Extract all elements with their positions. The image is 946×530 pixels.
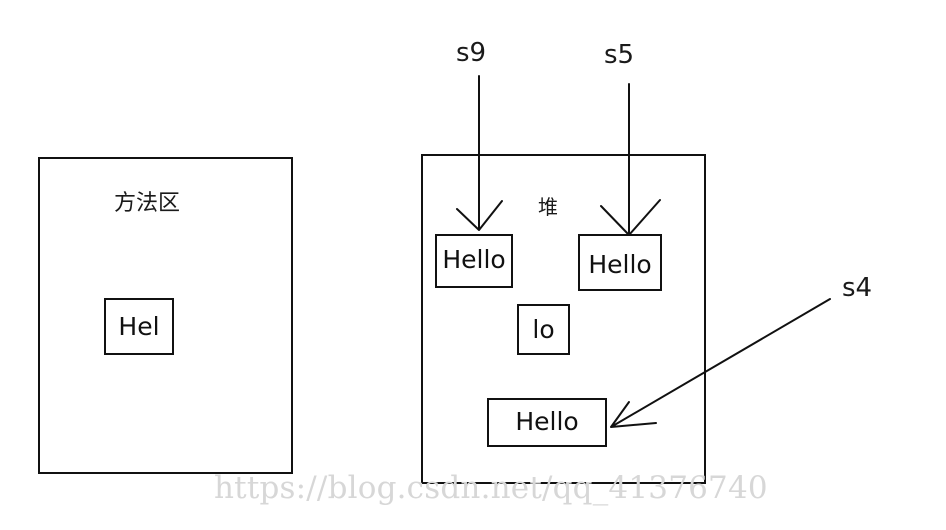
s9-reference-arrow xyxy=(456,75,503,231)
hel-object-label: Hel xyxy=(118,312,160,341)
hello-right-object-label: Hello xyxy=(588,250,652,279)
heap-box xyxy=(421,154,706,484)
variable-s4-label: s4 xyxy=(842,273,873,303)
variable-s5-label: s5 xyxy=(604,40,635,70)
s4-reference-arrow xyxy=(610,298,831,428)
heap-title: 堆 xyxy=(538,195,558,219)
hello-right-object-box xyxy=(578,234,662,291)
hello-bottom-object-label: Hello xyxy=(515,407,579,436)
hello-bottom-object-box xyxy=(487,398,607,447)
lo-object-label: lo xyxy=(532,315,555,344)
hel-object-box xyxy=(104,298,174,355)
hello-left-object-label: Hello xyxy=(442,245,506,274)
method-area-title: 方法区 xyxy=(114,191,181,216)
s5-reference-arrow xyxy=(600,83,661,236)
method-area-box xyxy=(38,157,293,474)
lo-object-box xyxy=(517,304,570,355)
variable-s9-label: s9 xyxy=(456,38,487,68)
hello-left-object-box xyxy=(435,234,513,288)
source-watermark: https://blog.csdn.net/qq_41376740 xyxy=(214,470,768,506)
